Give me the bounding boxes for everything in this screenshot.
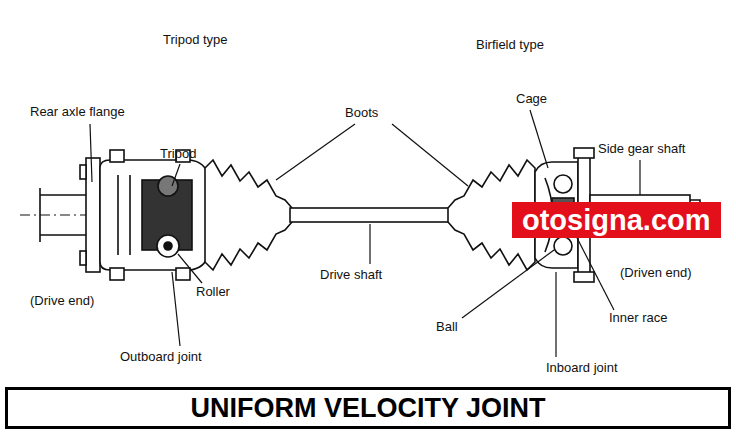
- title-band: UNIFORM VELOCITY JOINT: [5, 387, 731, 429]
- ball: [554, 237, 572, 255]
- view-heading: Tripod type: [163, 33, 228, 47]
- part-label: Drive shaft: [320, 268, 382, 282]
- diagram-title: UNIFORM VELOCITY JOINT: [190, 393, 545, 424]
- part-label: Rear axle flange: [30, 105, 125, 119]
- part-label: Boots: [345, 106, 378, 120]
- end-note: (Drive end): [30, 294, 94, 308]
- outboard-joint-housing: [100, 150, 208, 280]
- part-label: Outboard joint: [120, 350, 202, 364]
- part-label: Inboard joint: [546, 361, 618, 375]
- part-label: Cage: [516, 92, 547, 106]
- roller: [157, 235, 179, 257]
- watermark: otosigna.com: [512, 202, 721, 238]
- part-label: Side gear shaft: [598, 142, 685, 156]
- part-label: Ball: [436, 320, 458, 334]
- drive-shaft: [290, 208, 450, 222]
- rear-axle-flange: [40, 158, 100, 272]
- ball: [554, 175, 572, 193]
- boot: [205, 160, 292, 270]
- view-heading: Birfield type: [476, 38, 544, 52]
- end-note: (Driven end): [620, 266, 692, 280]
- part-label: Roller: [196, 285, 230, 299]
- part-label: Inner race: [609, 311, 668, 325]
- part-label: Tripod: [160, 147, 196, 161]
